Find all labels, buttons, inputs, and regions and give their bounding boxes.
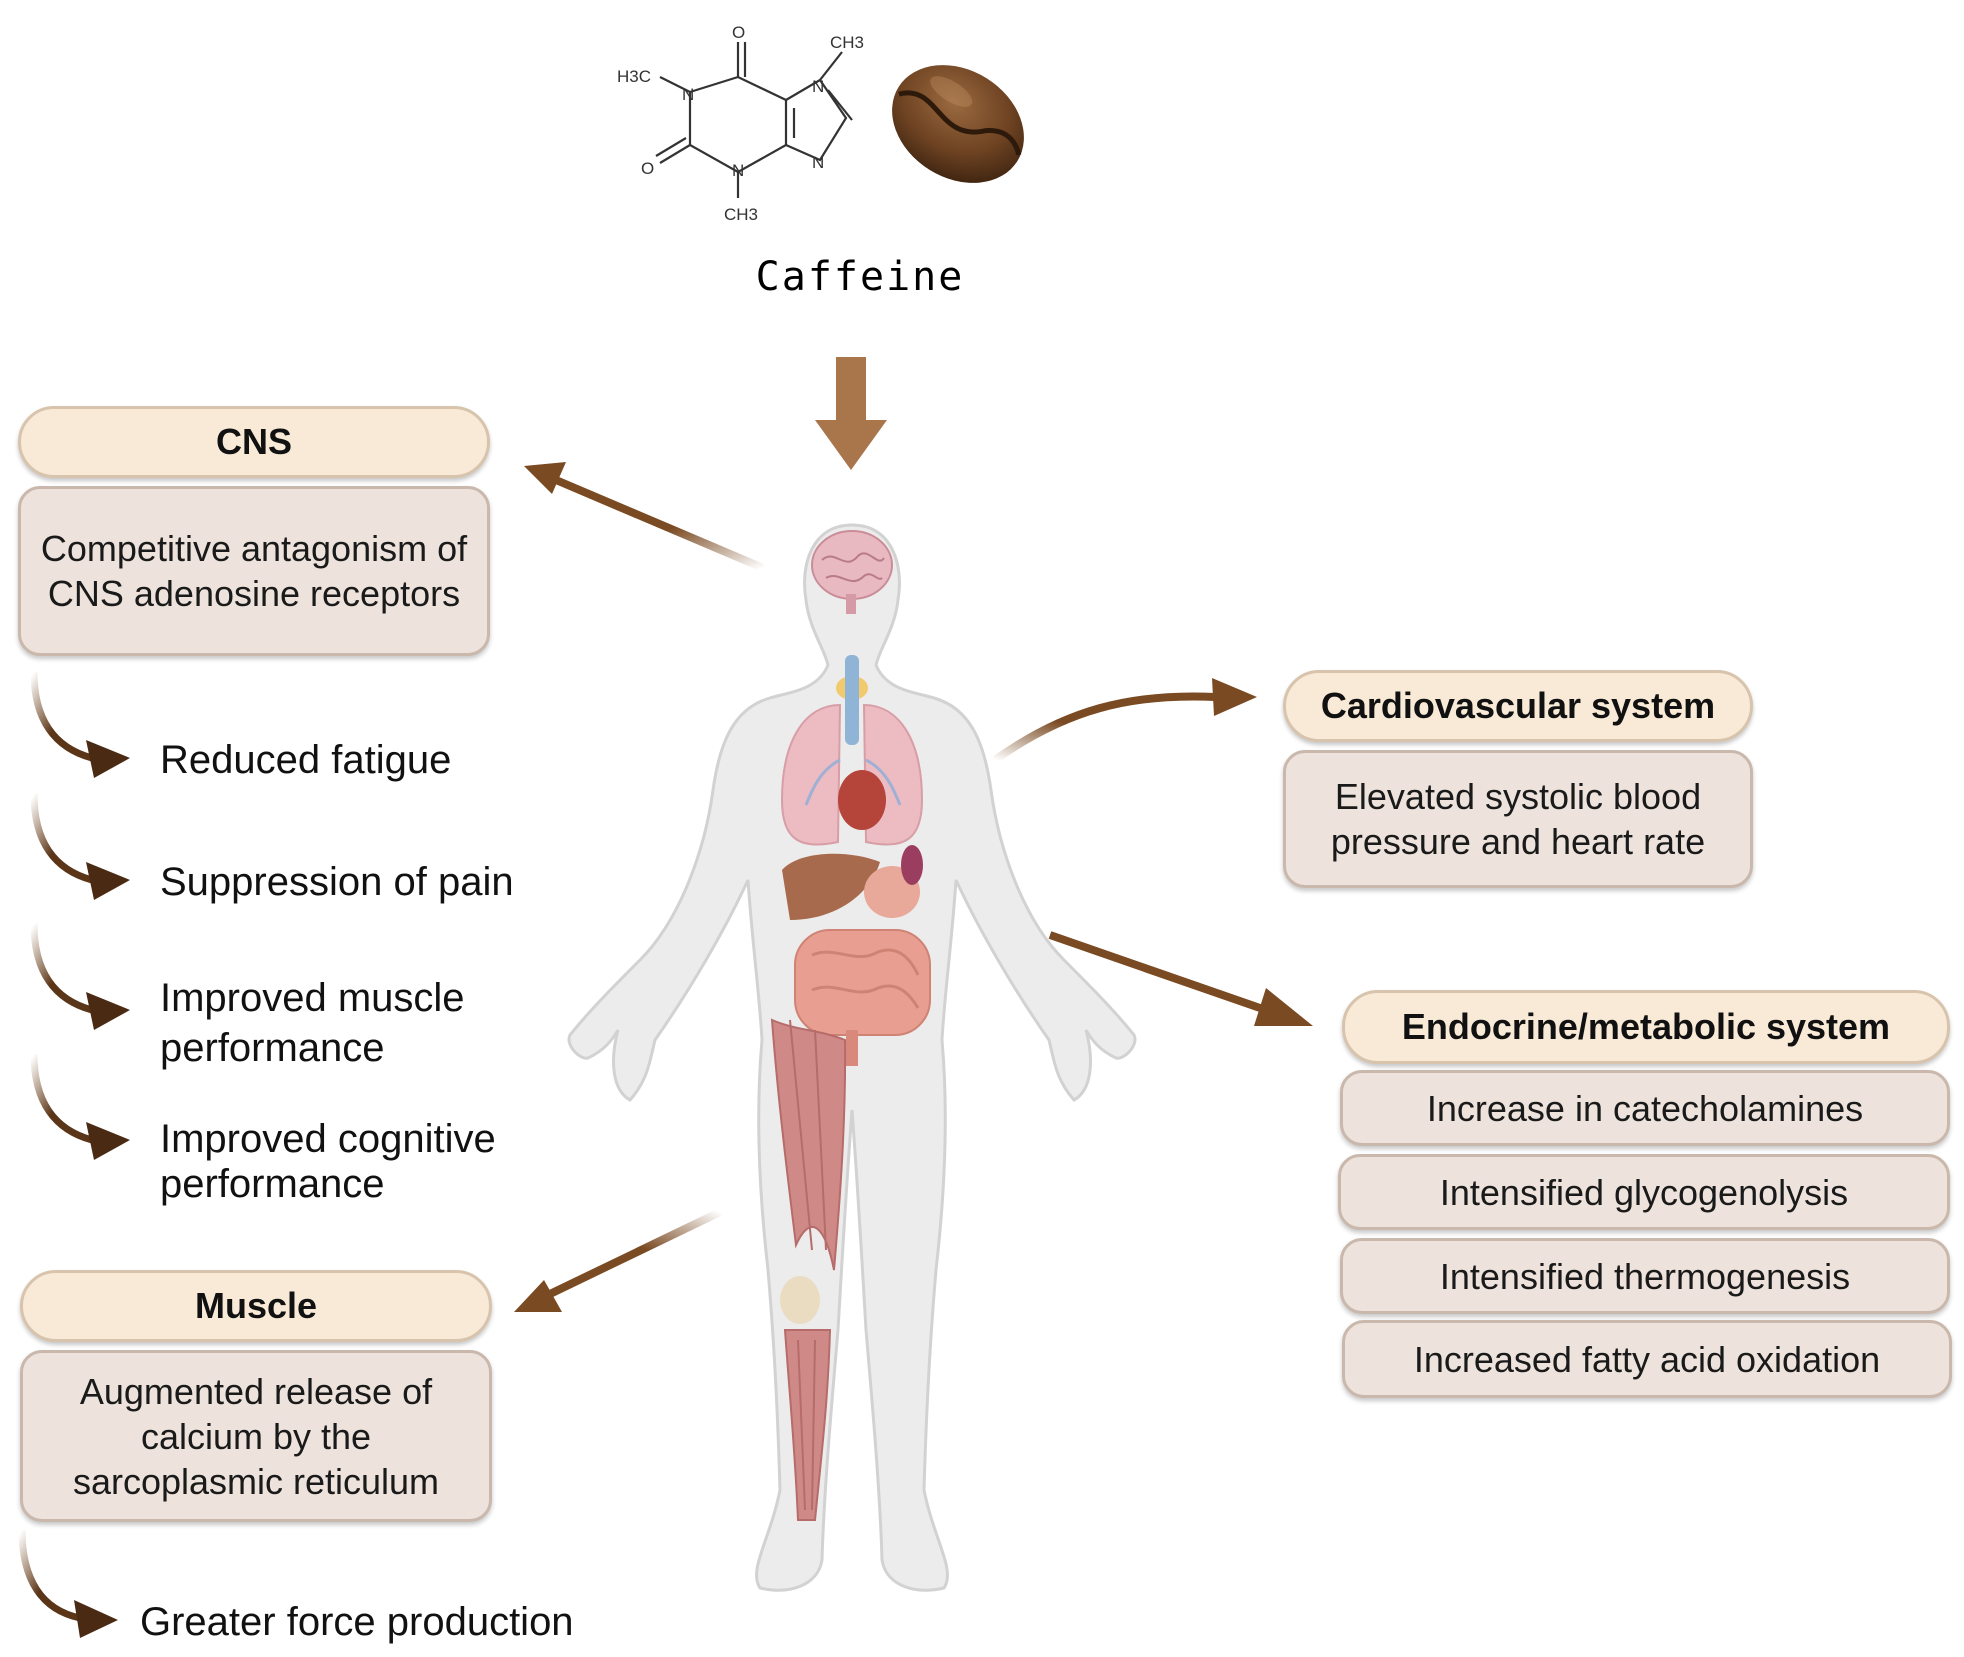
- coffee-bean-icon: [892, 65, 1024, 183]
- cardiovascular-description: Elevated systolic blood pressure and hea…: [1283, 750, 1753, 888]
- arrow-to-cardiovascular-icon: [992, 678, 1257, 764]
- cns-header: CNS: [18, 406, 490, 478]
- arrow-to-muscle-icon: [514, 1208, 722, 1312]
- atom-label: H3C: [617, 67, 651, 86]
- atom-label: N: [812, 77, 824, 96]
- arrow-to-cns-icon: [524, 462, 765, 572]
- muscle-effect-greater-force: Greater force production: [140, 1600, 574, 1644]
- cns-effect-suppression-of-pain: Suppression of pain: [160, 860, 514, 904]
- cns-description: Competitive antagonism of CNS adenosine …: [18, 486, 490, 656]
- curved-arrow-icon: [30, 1053, 130, 1160]
- cns-effect-reduced-fatigue: Reduced fatigue: [160, 738, 452, 782]
- atom-label: N: [812, 153, 824, 172]
- atom-label: CH3: [830, 33, 864, 52]
- atom-label: N: [682, 85, 694, 104]
- atom-label: O: [641, 159, 654, 178]
- cns-effect-muscle-performance: Improved muscle performance: [160, 976, 465, 1070]
- endocrine-item-thermogenesis: Intensified thermogenesis: [1340, 1238, 1950, 1314]
- endocrine-item-catecholamines: Increase in catecholamines: [1340, 1070, 1950, 1146]
- curved-arrow-icon: [30, 793, 130, 900]
- down-arrow-icon: [815, 357, 887, 470]
- cns-effect-cognitive-performance: Improved cognitive performance: [160, 1117, 496, 1206]
- endocrine-item-fatty-acid-oxidation: Increased fatty acid oxidation: [1342, 1320, 1952, 1398]
- caffeine-label: Caffeine: [756, 254, 965, 300]
- caffeine-structure-icon: [655, 42, 853, 198]
- endocrine-header: Endocrine/metabolic system: [1342, 990, 1950, 1064]
- human-body-icon: [567, 523, 1137, 1592]
- arrow-to-endocrine-icon: [1048, 931, 1313, 1026]
- atom-label: N: [732, 161, 744, 180]
- muscle-header: Muscle: [20, 1270, 492, 1342]
- muscle-description: Augmented release of calcium by the sarc…: [20, 1350, 492, 1522]
- atom-label: O: [732, 23, 745, 42]
- endocrine-item-glycogenolysis: Intensified glycogenolysis: [1338, 1154, 1950, 1230]
- cns-effect-arrows: [30, 671, 130, 1160]
- atom-label: CH3: [724, 205, 758, 224]
- curved-arrow-icon: [30, 671, 130, 778]
- curved-arrow-icon: [18, 1529, 118, 1638]
- curved-arrow-icon: [30, 923, 130, 1030]
- cardiovascular-header: Cardiovascular system: [1283, 670, 1753, 742]
